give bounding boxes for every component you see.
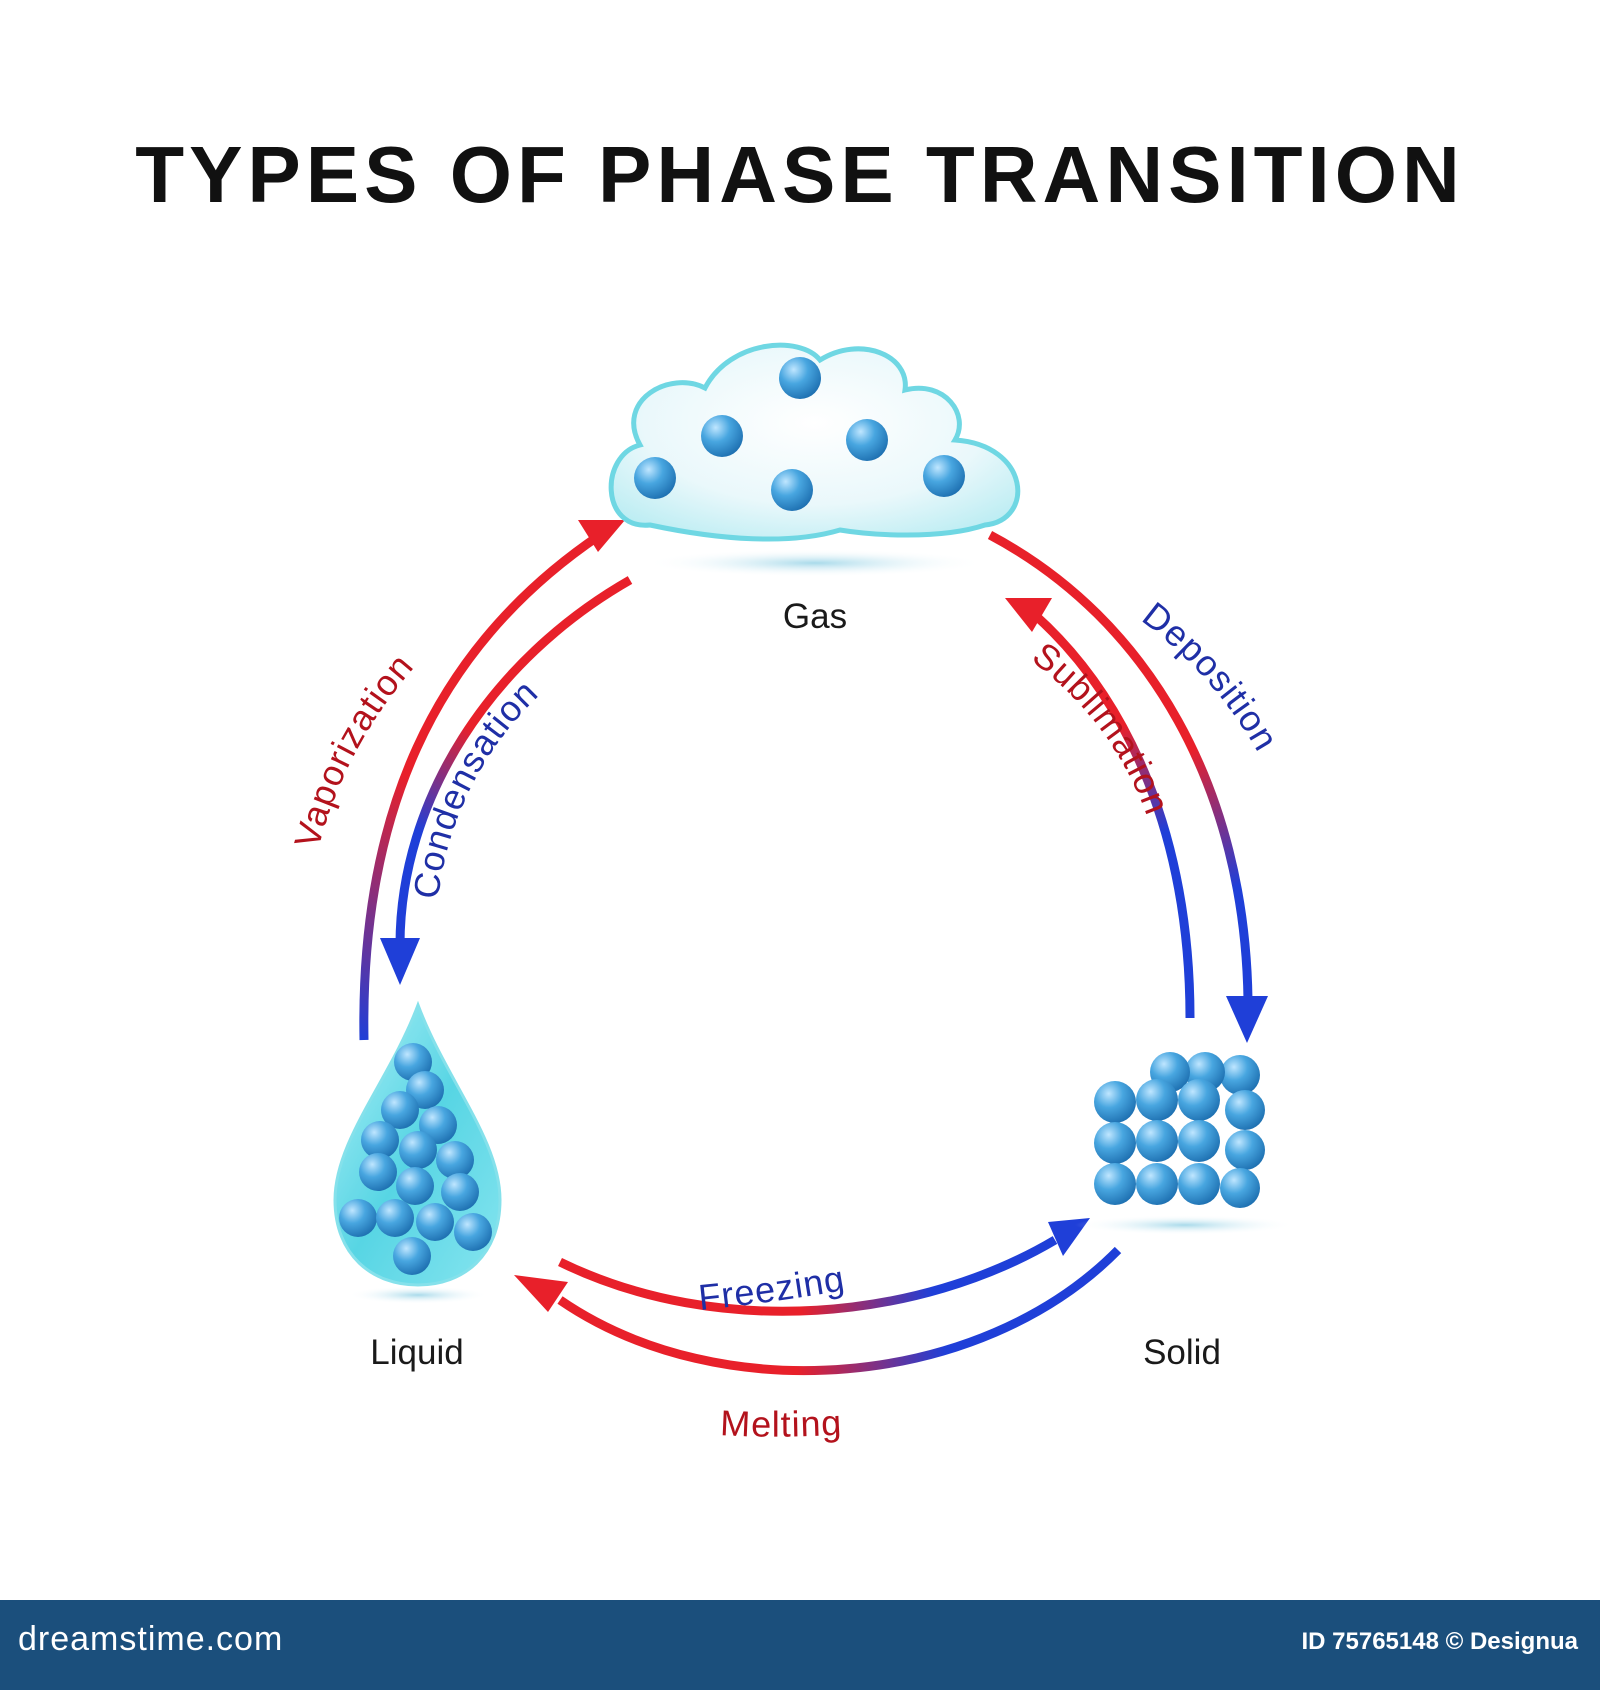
liquid-label: Liquid xyxy=(370,1333,463,1372)
footer-credit: ID 75765148 © Designua xyxy=(1302,1628,1579,1656)
deposition-arrowhead xyxy=(1226,996,1268,1043)
sublimation-label: Sublimation xyxy=(1025,634,1178,820)
solid-crystal-icon xyxy=(1075,1052,1295,1235)
melting-label: Melting xyxy=(719,1402,843,1445)
solid-label: Solid xyxy=(1143,1333,1221,1372)
vaporization-label: Vaporization xyxy=(286,645,421,852)
footer-brand[interactable]: dreamstime.com xyxy=(18,1620,283,1659)
gas-cloud-icon xyxy=(611,345,1018,577)
diagram-title: TYPES OF PHASE TRANSITION xyxy=(135,130,1465,219)
deposition-label: Deposition xyxy=(1135,594,1287,758)
phase-transition-diagram: TYPES OF PHASE TRANSITION Vaporization C… xyxy=(0,0,1600,1600)
solid-molecules xyxy=(1094,1052,1265,1208)
arrows xyxy=(364,520,1268,1371)
gas-label: Gas xyxy=(783,597,847,636)
liquid-drop-icon xyxy=(335,1005,500,1304)
melting-arrowhead xyxy=(514,1275,568,1312)
condensation-arrowhead xyxy=(380,938,420,985)
condensation-label: Condensation xyxy=(405,671,546,901)
footer-bar: dreamstime.com ID 75765148 © Designua xyxy=(0,1600,1600,1690)
